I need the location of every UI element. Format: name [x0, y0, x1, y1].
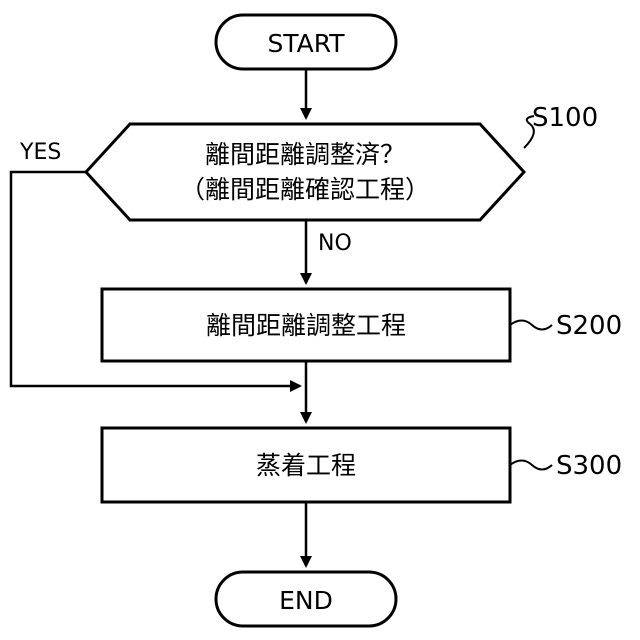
- process-s300: 蒸着工程: [102, 428, 510, 502]
- decision-question: 離間距離調整済？: [205, 140, 405, 169]
- s300-leader: [510, 461, 552, 470]
- no-label: NO: [318, 231, 352, 256]
- decision-node: 離間距離調整済？ （離間距離確認工程）: [86, 124, 524, 220]
- process-s200: 離間距離調整工程: [102, 289, 510, 361]
- s200-label: 離間距離調整工程: [206, 311, 406, 340]
- end-terminal: END: [216, 572, 396, 626]
- start-label: START: [267, 29, 345, 58]
- decision-subtitle: （離間距離確認工程）: [180, 175, 430, 204]
- start-terminal: START: [216, 15, 396, 69]
- s300-step-label: S300: [556, 451, 622, 481]
- yes-label: YES: [19, 140, 61, 165]
- s200-step-label: S200: [556, 311, 622, 341]
- s100-step-label: S100: [532, 103, 598, 133]
- s300-label: 蒸着工程: [256, 451, 356, 480]
- decision-shape: [86, 124, 524, 220]
- s200-leader: [510, 321, 552, 330]
- end-label: END: [279, 586, 333, 615]
